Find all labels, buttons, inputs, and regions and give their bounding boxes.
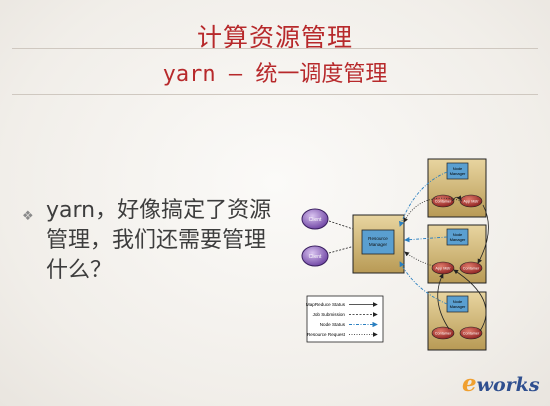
bullet-text: yarn，好像搞定了资源管理，我们还需要管理什么？	[46, 198, 272, 283]
svg-text:Manager: Manager	[450, 237, 466, 242]
mapreduce-status-arrow	[453, 269, 487, 332]
node-status-arrow	[404, 236, 448, 243]
title-divider-top	[12, 48, 538, 49]
svg-text:Manager: Manager	[450, 304, 466, 309]
svg-text:Node: Node	[453, 166, 463, 171]
svg-text:Node: Node	[453, 299, 463, 304]
svg-text:Container: Container	[435, 200, 452, 204]
diamond-bullet-icon: ❖	[22, 209, 34, 224]
mapreduce-status-arrow	[451, 195, 462, 202]
svg-text:Node: Node	[453, 232, 463, 237]
mapreduce-status-arrow	[477, 204, 489, 264]
svg-text:Manager: Manager	[369, 242, 388, 247]
legend-item-label: Resource Request	[307, 332, 346, 337]
mapreduce-status-arrow	[437, 273, 450, 330]
title-divider-bottom	[12, 94, 538, 95]
resource-manager-box: Resource Manager	[352, 214, 405, 274]
node-box-3: Node Manager Container Container	[427, 291, 487, 351]
svg-text:Resource: Resource	[368, 236, 388, 241]
resource-request-arrow	[404, 251, 434, 267]
resource-request-arrow	[403, 197, 463, 223]
node-box-2: Node Manager App Mstr Container	[427, 224, 487, 284]
legend-item-label: Job Submission	[313, 312, 346, 317]
node-box-1: Node Manager Container App Mstr	[427, 158, 487, 218]
legend-item-label: Node Status	[320, 322, 346, 327]
svg-text:App Mstr: App Mstr	[463, 200, 479, 204]
client-node: Client	[301, 245, 329, 267]
svg-text:Container: Container	[435, 332, 452, 336]
client-label: Client	[309, 217, 322, 223]
svg-text:Manager: Manager	[450, 171, 466, 176]
client-label: Client	[309, 254, 322, 260]
svg-text:Container: Container	[463, 332, 480, 336]
node-status-arrow	[399, 261, 448, 305]
svg-text:App Mstr: App Mstr	[435, 267, 451, 271]
legend: MapReduce Status Job Submission Node Sta…	[306, 295, 384, 343]
slide-title: 计算资源管理	[196, 23, 353, 52]
client-node: Client	[301, 208, 329, 230]
svg-text:Container: Container	[463, 267, 480, 271]
slide-subtitle: yarn – 统一调度管理	[162, 62, 388, 87]
eworks-logo: eworks	[462, 370, 540, 397]
legend-item-label: MapReduce Status	[306, 302, 346, 307]
